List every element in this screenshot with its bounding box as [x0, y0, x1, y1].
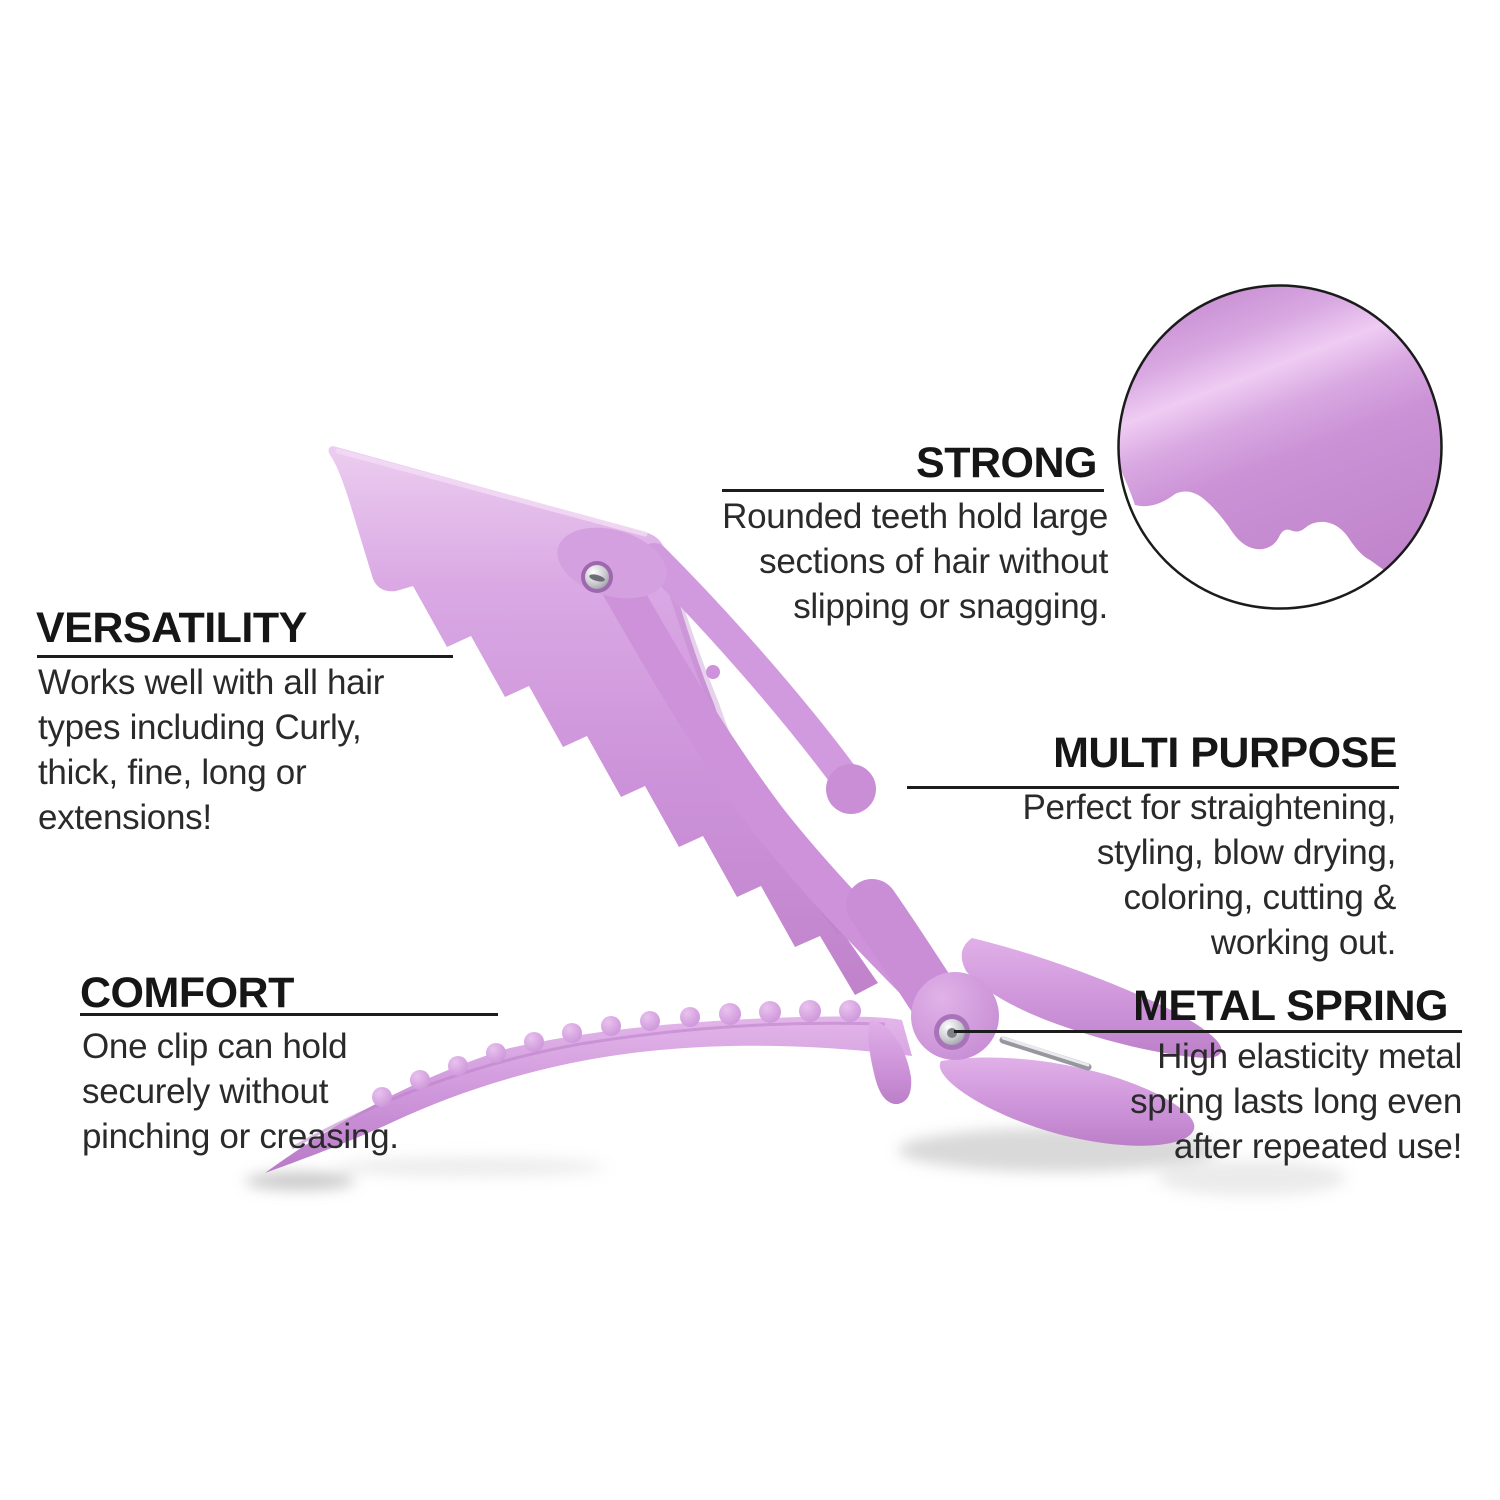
feature-strong-text: Rounded teeth hold large sections of hai… — [722, 494, 1108, 629]
inset-teeth-shape — [1118, 285, 1442, 573]
feature-multi-purpose-text: Perfect for straightening, styling, blow… — [1022, 785, 1396, 965]
top-rivet — [581, 561, 613, 593]
feature-comfort-line: One clip can hold — [82, 1027, 348, 1066]
metal-spring-callout-line — [954, 1030, 1462, 1033]
feature-metal-spring-line: after repeated use! — [1173, 1127, 1462, 1166]
feature-metal-spring-text: High elasticity metal spring lasts long … — [1130, 1034, 1462, 1169]
feature-strong-title: STRONG — [916, 439, 1097, 487]
lower-jaw-shape — [265, 1000, 912, 1173]
feature-strong-line: slipping or snagging. — [793, 587, 1108, 626]
feature-multi-purpose-line: working out. — [1210, 923, 1396, 962]
teeth-closeup-inset — [1116, 283, 1444, 611]
jaw-rear-tooth — [868, 1019, 912, 1105]
comfort-callout-line — [80, 1013, 498, 1016]
upper-prong-shape — [961, 938, 1222, 1058]
spring-lever-shape — [939, 1057, 1195, 1146]
handle-hole-nub — [706, 665, 720, 679]
feature-multi-purpose-title: MULTI PURPOSE — [1053, 729, 1397, 777]
hinge — [911, 972, 999, 1060]
feature-multi-purpose-line: Perfect for straightening, — [1022, 788, 1396, 827]
feature-versatility-line: thick, fine, long or — [38, 753, 307, 792]
feature-comfort-line: pinching or creasing. — [82, 1117, 399, 1156]
feature-metal-spring-line: spring lasts long even — [1130, 1082, 1462, 1121]
strong-callout-line — [722, 489, 1104, 492]
feature-strong-line: Rounded teeth hold large — [722, 497, 1108, 536]
feature-metal-spring-title: METAL SPRING — [1133, 982, 1448, 1030]
teeth-closeup-art — [1117, 284, 1443, 610]
feature-comfort-line: securely without — [82, 1072, 329, 1111]
versatility-callout-line — [37, 655, 453, 658]
jaw-nubs — [372, 1000, 861, 1107]
feature-versatility-title: VERSATILITY — [36, 604, 307, 652]
metal-spring-part — [999, 1036, 1092, 1071]
inset-border — [1117, 284, 1443, 610]
feature-multi-purpose-line: coloring, cutting & — [1123, 878, 1396, 917]
feature-versatility-text: Works well with all hair types including… — [38, 660, 384, 840]
feature-strong-line: sections of hair without — [759, 542, 1108, 581]
feature-comfort-title: COMFORT — [80, 969, 294, 1017]
feature-metal-spring-line: High elasticity metal — [1157, 1037, 1462, 1076]
multi-purpose-callout-line — [907, 786, 1399, 789]
feature-versatility-line: types including Curly, — [38, 708, 362, 747]
feature-comfort-text: One clip can hold securely without pinch… — [82, 1024, 399, 1159]
feature-versatility-line: Works well with all hair — [38, 663, 385, 702]
feature-versatility-line: extensions! — [38, 798, 212, 837]
feature-multi-purpose-line: styling, blow drying, — [1096, 833, 1396, 872]
